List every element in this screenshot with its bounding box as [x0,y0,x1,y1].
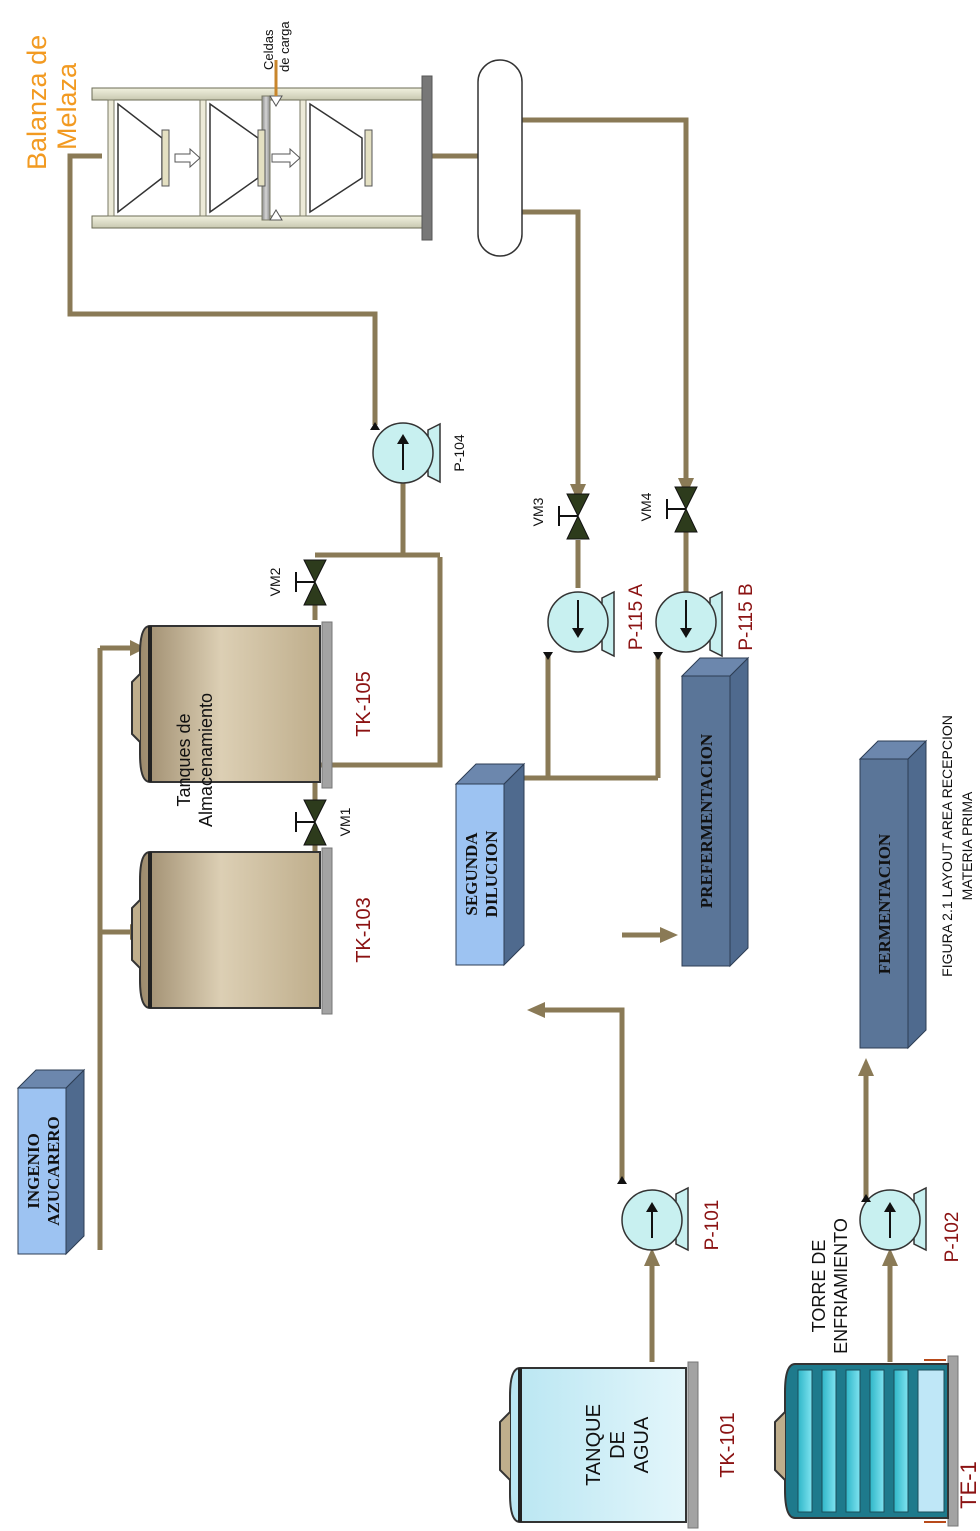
valve-vm4[interactable] [666,486,698,533]
vm2-label: VM2 [267,567,283,596]
vm3-label: VM3 [530,497,546,526]
pump-p101[interactable] [617,1176,689,1252]
agua-label-line2: DE [607,1431,629,1459]
fermentacion-label: FERMENTACION [875,833,894,974]
pump-p102[interactable] [859,1186,927,1252]
pump-p115b[interactable] [653,590,723,660]
tk103-label: TK-103 [353,897,375,963]
valve-vm3[interactable] [558,493,590,540]
block-fermentacion [858,739,928,1050]
celdas-label-line2: de carga [277,21,292,72]
pipe-network [67,117,893,1362]
p104-label: P-104 [451,434,467,472]
almacenamiento-label-line1: Tanques de [174,713,194,806]
segunda-label-line1: SEGUNDA [462,832,481,916]
torre-label-line2: ENFRIAMIENTO [831,1218,851,1354]
almacenamiento-label-line2: Almacenamiento [196,693,216,827]
block-segunda-dilucion [454,762,526,967]
torre-label-line1: TORRE DE [809,1240,829,1333]
balanza-label-line1: Balanza de [22,35,52,170]
segunda-label-line2: DILUCION [482,830,501,918]
vm4-label: VM4 [638,492,654,521]
block-prefermentacion [680,656,750,968]
p115b-label: P-115 B [736,583,757,650]
cooling-tower-te1 [774,1355,959,1527]
ingenio-label-line2: AZUCARERO [44,1116,63,1226]
agua-label-line3: AGUA [631,1416,653,1473]
tank-tk103 [131,847,333,1015]
p101-label: P-101 [702,1200,723,1251]
valve-vm1[interactable] [295,799,327,846]
p102-label: P-102 [942,1212,963,1263]
tank-tk105 [131,621,333,789]
agua-label-line1: TANQUE [583,1404,605,1486]
pump-p115a[interactable] [543,590,615,660]
prefermentacion-label: PREFERMENTACION [697,733,716,908]
tank-tk101-water [499,1361,699,1529]
ingenio-label-line1: INGENIO [24,1133,43,1209]
p115a-label: P-115 A [626,584,647,651]
pump-p104[interactable] [370,422,441,484]
celdas-label-line1: Celdas [261,29,276,70]
balanza-label-line2: Melaza [52,62,82,150]
figure-caption-line1: FIGURA 2.1 LAYOUT AREA RECEPCION [939,715,955,977]
te1-label: TE-1 [956,1461,980,1509]
valve-vm2[interactable] [295,559,327,606]
tk105-label: TK-105 [353,671,375,737]
block-ingenio-azucarero [16,1068,86,1256]
molasses-scale [91,59,523,257]
vm1-label: VM1 [337,807,353,836]
tk101-label: TK-101 [717,1412,739,1478]
figure-caption-line2: MATERIA PRIMA [959,791,975,900]
